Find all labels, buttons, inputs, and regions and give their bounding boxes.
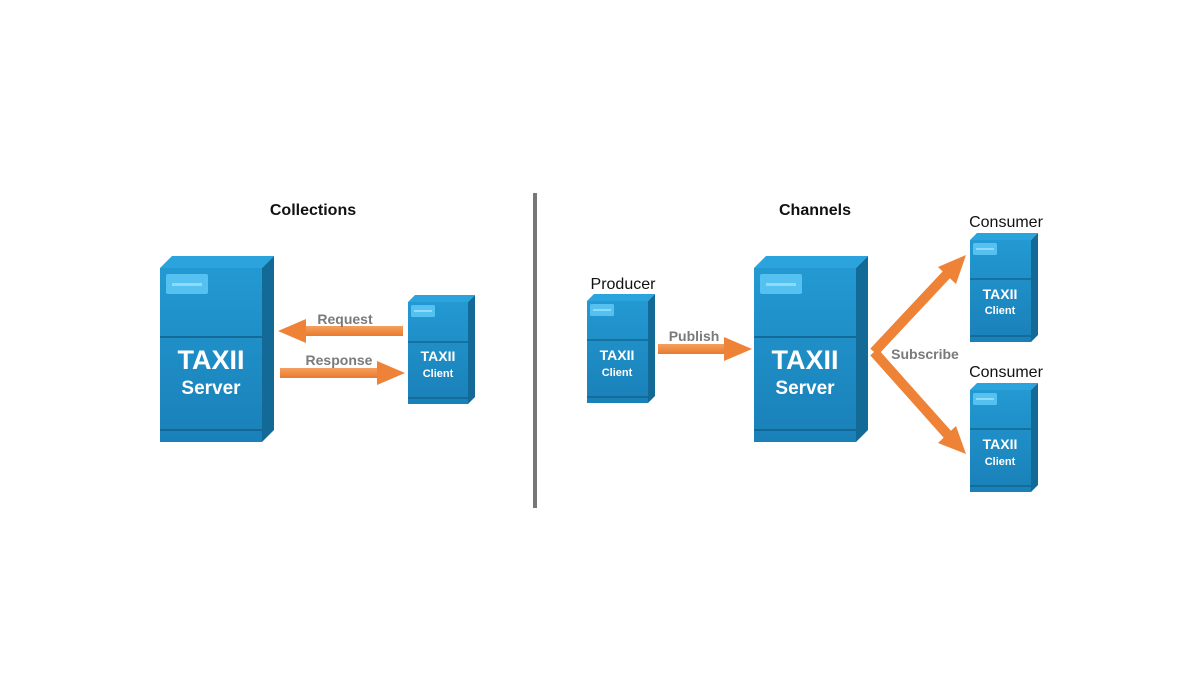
collections-server-name: TAXII (178, 345, 245, 375)
consumer-1-role: Client (985, 305, 1016, 317)
publish-arrow (658, 337, 752, 361)
collections-server-role: Server (181, 378, 241, 399)
collections-title: Collections (270, 202, 356, 219)
consumer-1-label: Consumer (969, 214, 1043, 231)
subscribe-arrow-down (870, 348, 966, 454)
response-label: Response (306, 352, 373, 368)
producer-label: Producer (591, 276, 657, 293)
consumer-1-name: TAXII (983, 286, 1018, 302)
section-divider (533, 193, 537, 508)
producer-name: TAXII (600, 347, 635, 363)
request-arrow (278, 319, 403, 343)
subscribe-arrow-up (870, 255, 966, 356)
response-arrow (280, 361, 405, 385)
producer-role: Client (602, 367, 633, 379)
consumer-2-client: TAXII Client (970, 383, 1038, 492)
collections-client-role: Client (423, 368, 454, 380)
producer-client: TAXII Client (587, 294, 655, 403)
collections-client: TAXII Client (408, 295, 475, 404)
consumer-1-client: TAXII Client (970, 233, 1038, 342)
request-label: Request (317, 311, 373, 327)
consumer-2-label: Consumer (969, 364, 1043, 381)
publish-label: Publish (669, 328, 720, 344)
channels-server: TAXII Server (754, 256, 868, 442)
channels-title: Channels (779, 202, 851, 219)
consumer-2-role: Client (985, 456, 1016, 468)
channels-server-name: TAXII (772, 345, 839, 375)
consumer-2-name: TAXII (983, 436, 1018, 452)
collections-server: TAXII Server (160, 256, 274, 442)
collections-client-name: TAXII (421, 348, 456, 364)
subscribe-label: Subscribe (891, 346, 959, 362)
channels-server-role: Server (775, 378, 835, 399)
